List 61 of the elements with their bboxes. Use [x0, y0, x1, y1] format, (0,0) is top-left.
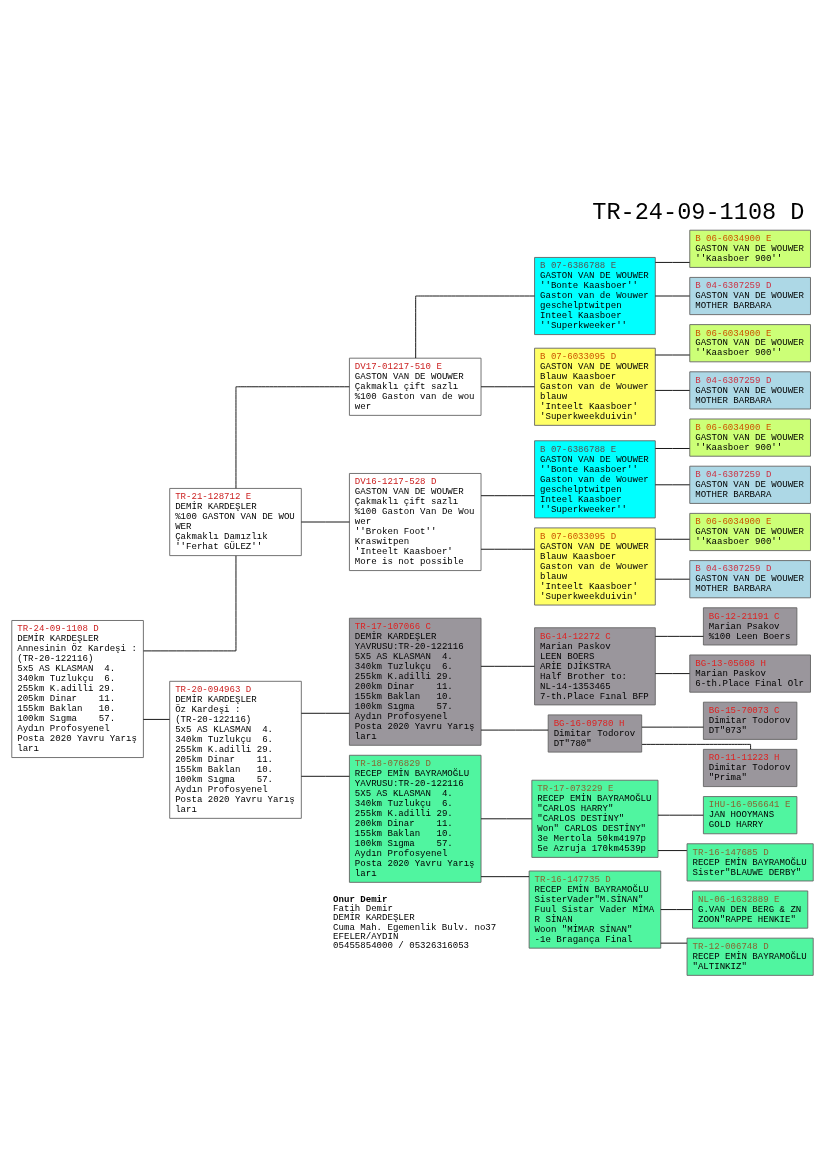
node-box: TR-17-107066 C DEMİR KARDEŞLER YAVRUSU:TR-20-122116 5X5 AS KLASMAN 4. 340km Tuzlukçu 6. 255km K.adilli 29. 200km Dinar 11. 155km Baklan 10. 100km Sıgma 57. Aydın Profosyenel Posta 2020 Yavru Yarış ları — [348, 617, 482, 746]
connector — [142, 718, 170, 720]
connector — [143, 555, 237, 652]
node-box: TR-21-128712 E DEMİR KARDEŞLER %100 GASTON VAN DE WOU WER Çakmaklı Damızlık ''Ferhat GÜLEZ'' — [169, 487, 302, 557]
label: 05455854000 / 05326316053 — [333, 939, 470, 951]
node-box: DV17-01217-510 E GASTON VAN DE WOUWER Çakmaklı çift sazlı %100 Gaston van de wou wer — [348, 357, 482, 416]
connector — [654, 673, 691, 675]
node-box: B 07-6033095 D GASTON VAN DE WOUWER Blauw Kaasboer Gaston van de Wouwer blauw 'Inteelt Kaasboer' 'Superkweekduivin' — [534, 527, 656, 606]
node-box: B 06-6034900 E GASTON VAN DE WOUWER ''Kaasboer 900'' — [689, 418, 811, 457]
node-box: RO-11-11223 H Dimitar Todorov "Prima" — [702, 748, 798, 788]
connector — [641, 743, 752, 750]
connector — [300, 712, 350, 714]
node-box: BG-12-21191 C Marian Psakov %100 Leen Boers — [702, 607, 798, 646]
node-box: BG-13-05608 H Marian Paskov 6-th.Place Final Olr — [689, 654, 811, 693]
connector — [657, 850, 688, 852]
connector — [300, 775, 350, 777]
connector — [654, 484, 691, 486]
node-box: B 07-6033095 D GASTON VAN DE WOUWER Blauw Kaasboer Gaston van de Wouwer blauw 'Inteelt Kaasboer' 'Superkweekduivin' — [534, 347, 656, 426]
connector — [480, 818, 533, 820]
connector — [660, 909, 693, 911]
connector — [654, 578, 691, 580]
node-box: TR-24-09-1108 D DEMİR KARDEŞLER Annesinin Öz Kardeşi : (TR-20-122116) 5x5 AS KLASMAN 4. 340km Tuzlukçu 6. 255km K.adilli 29. 205km Dinar 11. 155km Baklan 10. 100km Sıgma 57. Aydın Profosyenel Posta 2020 Yavru Yarış ları — [11, 620, 144, 758]
node-box: TR-16-147735 D RECEP EMİN BAYRAMOĞLU SisterVader"M.SİNAN" Fuul Sistar Vader MİMA R SİNAN Woon "MİMAR SİNAN" -1e Bragança Final — [528, 870, 662, 949]
connector — [480, 665, 535, 667]
label: Cuma Mah. Egemenlik Bulv. no37 — [333, 921, 497, 933]
node-box: B 04-6307259 D GASTON VAN DE WOUWER MOTHER BARBARA — [689, 465, 811, 504]
connector — [654, 261, 691, 263]
node-box: BG-15-70073 C Dimitar Todorov DT"073" — [702, 701, 798, 740]
node-box: TR-12-006748 D RECEP EMİN BAYRAMOĞLU "ALTINKIZ" — [686, 937, 814, 976]
connector — [654, 389, 691, 391]
connector — [480, 876, 530, 878]
node-box: IHU-16-056641 E JAN HOOYMANS GOLD HARRY — [702, 796, 798, 835]
node-box: BG-14-12272 C Marian Paskov LEEN BOERS ARİE DJİKSTRA Half Brother to: NL-14-1353465 7-th.Place Fınal BFP — [534, 627, 656, 706]
label: DEMİR KARDEŞLER — [333, 912, 415, 924]
connector — [235, 386, 350, 489]
node-box: TR-18-076829 D RECEP EMİN BAYRAMOĞLU YAVRUSU:TR-20-122116 5X5 AS KLASMAN 4. 340km Tuzlukçu 6. 255km K.adilli 29. 200km Dinar 11. 155km Baklan 10. 100km Sıgma 57. Aydın Profosyenel Posta 2020 Yavru Yarış ları — [348, 754, 482, 883]
node-box: B 04-6307259 D GASTON VAN DE WOUWER MOTHER BARBARA — [689, 371, 811, 410]
node-box: BG-16-09780 H Dimitar Todorov DT"780" — [547, 714, 643, 753]
node-box: DV16-1217-528 D GASTON VAN DE WOUWER Çakmaklı çift sazlı %100 Gaston Van De Wou wer ''Broken Foot'' Kraswitpen 'Inteelt Kaasboer' More is not possible — [348, 473, 482, 572]
connector — [415, 295, 535, 359]
connector — [660, 942, 688, 944]
node-box: B 06-6034900 E GASTON VAN DE WOUWER ''Kaasboer 900'' — [689, 229, 811, 268]
connector — [654, 635, 704, 637]
node-box: TR-16-147685 D RECEP EMİN BAYRAMOĞLU Sister"BLAUWE DERBY" — [686, 843, 814, 882]
node-box: TR-20-094963 D DEMİR KARDEŞLER Öz Kardeşi : (TR-20-122116) 5x5 AS KLASMAN 4. 340km Tuzlukçu 6. 255km K.adilli 29. 205km Dinar 11. 155km Baklan 10. 100km Sıgma 57. Aydın Profosyenel Posta 2020 Yavru Yarış ları — [169, 680, 302, 819]
connector — [654, 538, 691, 540]
node-box: NL-06-1632889 E G.VAN DEN BERG & ZN ZOON"RAPPE HENKIE" — [692, 890, 809, 929]
node-box: B 07-6386788 E GASTON VAN DE WOUWER ''Bonte Kaasboer'' Gaston van de Wouwer geschelptwitpen Inteel Kaasboer ''Superkweeker'' — [534, 440, 656, 519]
connector — [657, 814, 704, 816]
node-box: B 07-6386788 E GASTON VAN DE WOUWER ''Bonte Kaasboer'' Gaston van de Wouwer geschelptwitpen Inteel Kaasboer ''Superkweeker'' — [534, 257, 656, 336]
node-box: B 06-6034900 E GASTON VAN DE WOUWER ''Kaasboer 900'' — [689, 324, 811, 363]
label: Fatih Demir — [333, 903, 393, 915]
connector — [654, 448, 691, 449]
node-box: TR-17-073229 E RECEP EMİN BAYRAMOĞLU "CARLOS HARRY" "CARLOS DESTİNY" Won" CARLOS DESTİNY" 3e Mertola 50km4197p 5e Azruja 170km4539p — [531, 779, 659, 858]
node-box: B 06-6034900 E GASTON VAN DE WOUWER ''Kaasboer 900'' — [689, 512, 811, 552]
connector — [480, 548, 535, 550]
connector — [480, 386, 535, 388]
diagram-title: TR-24-09-1108 D — [592, 199, 805, 227]
connector — [480, 495, 535, 497]
node-box: B 04-6307259 D GASTON VAN DE WOUWER MOTHER BARBARA — [689, 276, 811, 316]
node-box: B 04-6307259 D GASTON VAN DE WOUWER MOTHER BARBARA — [689, 560, 811, 599]
